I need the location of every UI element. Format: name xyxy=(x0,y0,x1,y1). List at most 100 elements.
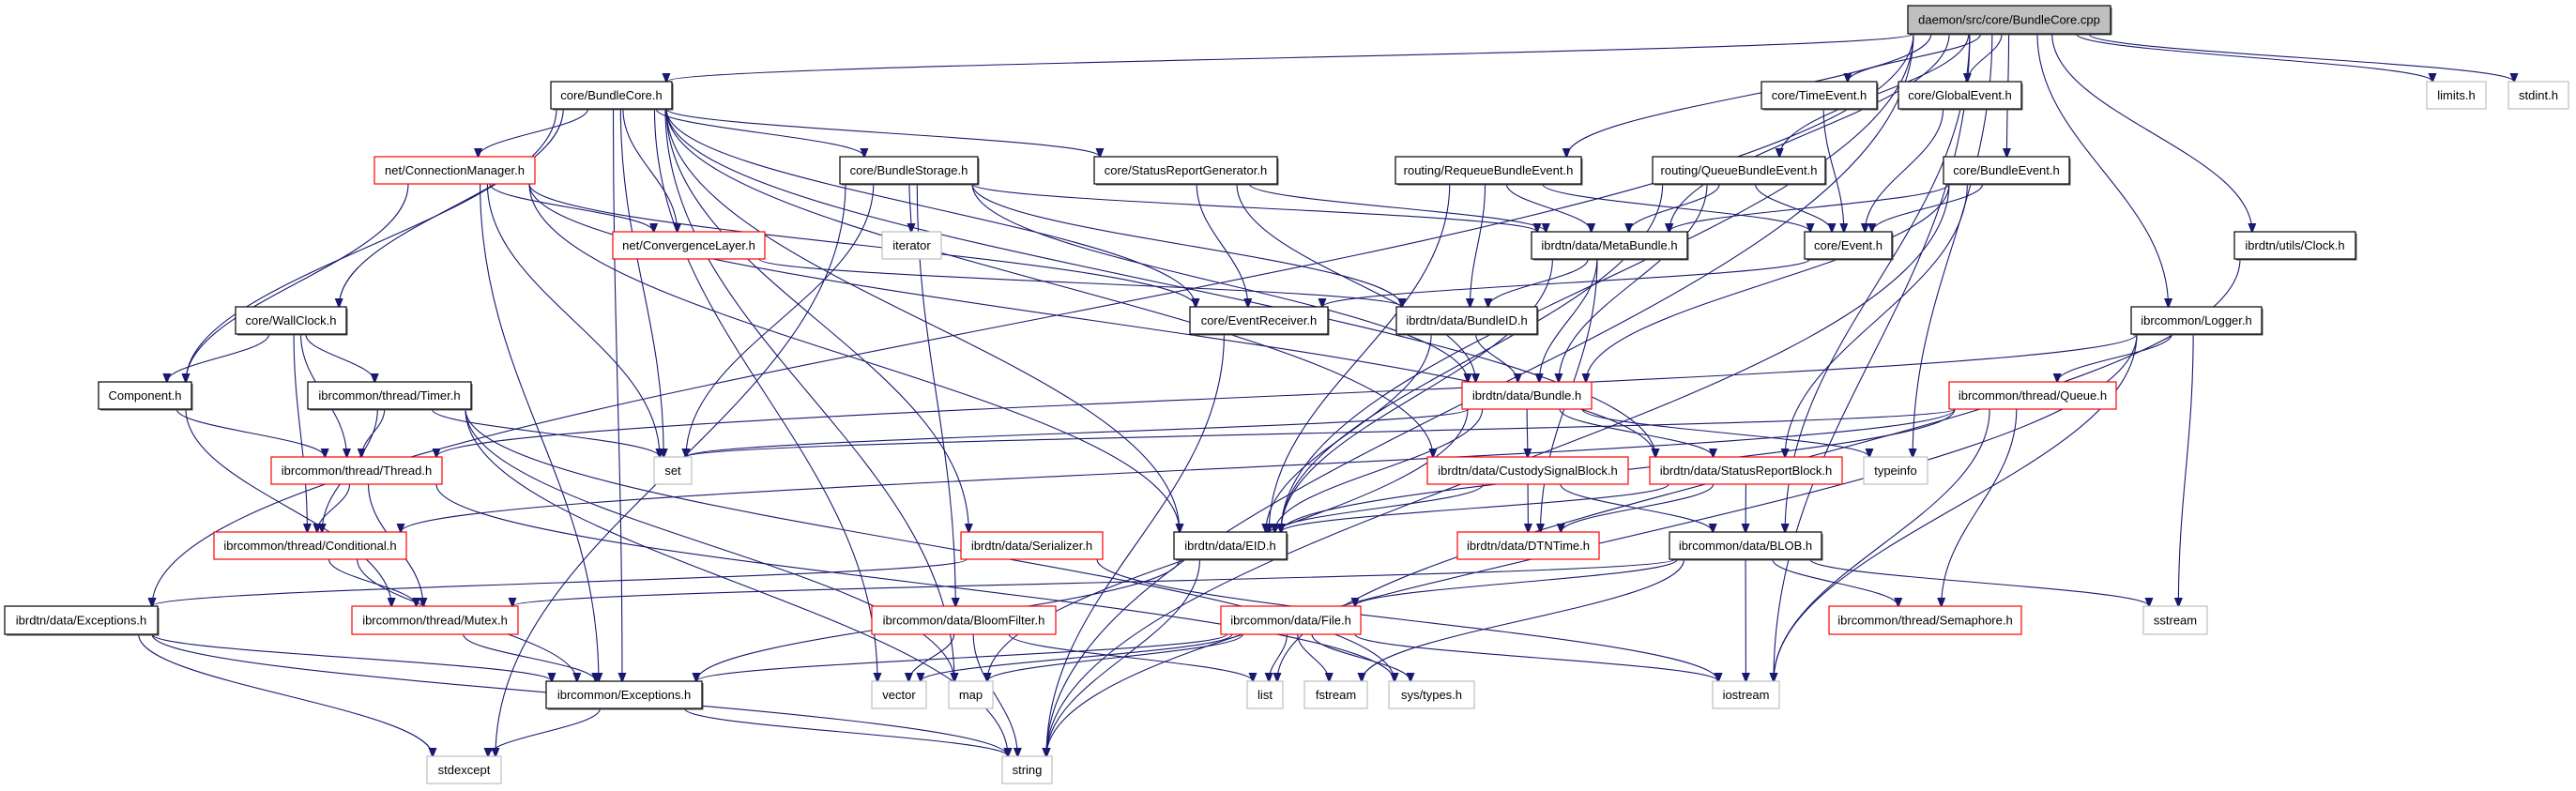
node-core-wallclock-h[interactable]: core/WallClock.h xyxy=(235,306,348,336)
node-iostream[interactable]: iostream xyxy=(1712,680,1780,709)
node-ibrcommon-data-file-h[interactable]: ibrcommon/data/File.h xyxy=(1220,605,1362,635)
node-ibrdtn-data-eid-h[interactable]: ibrdtn/data/EID.h xyxy=(1173,531,1288,561)
node-ibrcommon-thread-conditional-h[interactable]: ibrcommon/thread/Conditional.h xyxy=(213,531,407,560)
node-routing-queuebundleevent-h[interactable]: routing/QueueBundleEvent.h xyxy=(1652,156,1827,186)
node-box xyxy=(948,680,994,709)
node-ibrcommon-thread-thread-h[interactable]: ibrcommon/thread/Thread.h xyxy=(270,456,443,485)
node-label: map xyxy=(959,688,983,702)
node-label: vector xyxy=(882,688,916,702)
edge-component-to-thread xyxy=(175,408,325,457)
node-iterator[interactable]: iterator xyxy=(881,231,942,260)
node-typeinfo[interactable]: typeinfo xyxy=(1863,456,1928,485)
node-box xyxy=(2142,605,2208,635)
edge-bundle-to-eid xyxy=(1274,408,1484,532)
node-map[interactable]: map xyxy=(948,680,994,709)
node-ibrdtn-data-metabundle-h[interactable]: ibrdtn/data/MetaBundle.h xyxy=(1531,231,1689,261)
node-ibrdtn-data-serializer-h[interactable]: ibrdtn/data/Serializer.h xyxy=(960,531,1104,560)
node-set[interactable]: set xyxy=(653,456,693,485)
node-core-globalevent-h[interactable]: core/GlobalEvent.h xyxy=(1898,81,2023,111)
node-shadow xyxy=(1945,159,2071,186)
node-stdexcept[interactable]: stdexcept xyxy=(426,755,502,784)
node-ibrcommon-thread-semaphore-h[interactable]: ibrcommon/thread/Semaphore.h xyxy=(1828,605,2022,635)
node-ibrdtn-data-dtntime-h[interactable]: ibrdtn/data/DTNTime.h xyxy=(1456,531,1600,560)
node-net-convergencelayer-h[interactable]: net/ConvergenceLayer.h xyxy=(612,231,766,260)
edge-queueev-to-event xyxy=(1754,183,1832,232)
node-box xyxy=(1863,456,1928,485)
edge-wallclock-to-component xyxy=(167,333,270,382)
node-stdint-h[interactable]: stdint.h xyxy=(2507,81,2569,110)
edge-bch-to-evrecv xyxy=(665,108,1196,307)
node-core-bundlecore-h[interactable]: core/BundleCore.h xyxy=(550,81,674,111)
node-ibrcommon-data-blob-h[interactable]: ibrcommon/data/BLOB.h xyxy=(1669,531,1823,561)
edge-requeue-to-bundleid xyxy=(1470,183,1486,307)
edge-serializer-to-dexc xyxy=(152,558,968,606)
edge-connmgr-to-evrecv xyxy=(528,183,1196,307)
node-string[interactable]: string xyxy=(1001,755,1053,784)
node-ibrdtn-data-statusreportblock-h[interactable]: ibrdtn/data/StatusReportBlock.h xyxy=(1649,456,1843,485)
edge-srblock-to-eid xyxy=(1281,483,1669,532)
node-label: ibrdtn/data/EID.h xyxy=(1184,539,1276,553)
edge-evrecv-to-string xyxy=(1046,333,1225,756)
edge-queue-to-set xyxy=(686,408,1956,457)
node-ibrdtn-data-exceptions-h[interactable]: ibrdtn/data/Exceptions.h xyxy=(4,605,160,636)
node-box xyxy=(1456,531,1600,560)
node-label: ibrcommon/thread/Thread.h xyxy=(282,464,432,478)
node-list[interactable]: list xyxy=(1246,680,1284,709)
edge-queueev-to-metab xyxy=(1629,183,1720,232)
node-core-bundlestorage-h[interactable]: core/BundleStorage.h xyxy=(839,156,980,186)
node-shadow xyxy=(1397,159,1583,186)
node-label: core/BundleCore.h xyxy=(560,88,662,102)
node-box xyxy=(871,680,927,709)
node-box xyxy=(213,531,407,560)
node-ibrcommon-logger-h[interactable]: ibrcommon/Logger.h xyxy=(2130,306,2264,336)
edge-root-to-logger xyxy=(2036,33,2169,307)
node-box xyxy=(1189,306,1329,335)
node-label: typeinfo xyxy=(1874,464,1917,478)
node-ibrdtn-utils-clock-h[interactable]: ibrdtn/utils/Clock.h xyxy=(2233,231,2357,261)
edge-bch-to-eid xyxy=(665,108,1180,532)
node-ibrcommon-thread-timer-h[interactable]: ibrcommon/thread/Timer.h xyxy=(307,381,473,411)
node-ibrcommon-thread-mutex-h[interactable]: ibrcommon/thread/Mutex.h xyxy=(351,605,519,635)
edge-root-to-stdint xyxy=(2088,33,2514,82)
edge-bch-to-cexc xyxy=(612,108,622,681)
node-label: ibrcommon/thread/Queue.h xyxy=(1959,388,2107,403)
node-core-statusreportgenerator-h[interactable]: core/StatusReportGenerator.h xyxy=(1093,156,1279,186)
node-core-eventreceiver-h[interactable]: core/EventReceiver.h xyxy=(1189,306,1330,336)
node-sstream[interactable]: sstream xyxy=(2142,605,2208,635)
node-label: net/ConnectionManager.h xyxy=(385,163,525,177)
node-label: ibrdtn/data/StatusReportBlock.h xyxy=(1660,464,1833,478)
node-ibrcommon-thread-queue-h[interactable]: ibrcommon/thread/Queue.h xyxy=(1948,381,2117,410)
node-limits-h[interactable]: limits.h xyxy=(2426,81,2487,110)
node-box xyxy=(1669,531,1822,560)
node-net-connectionmanager-h[interactable]: net/ConnectionManager.h xyxy=(373,156,536,185)
node-core-bundleevent-h[interactable]: core/BundleEvent.h xyxy=(1943,156,2071,186)
node-shadow xyxy=(1900,84,2023,111)
node-core-event-h[interactable]: core/Event.h xyxy=(1804,231,1894,261)
node-fstream[interactable]: fstream xyxy=(1303,680,1368,709)
edge-bch-to-srblock xyxy=(665,108,1655,457)
edge-timer-to-systypes xyxy=(465,408,1395,681)
node-label: core/TimeEvent.h xyxy=(1772,88,1867,102)
node-component-h[interactable]: Component.h xyxy=(98,381,193,411)
edge-bch-to-component xyxy=(186,108,557,382)
node-box xyxy=(1761,81,1878,110)
node-vector[interactable]: vector xyxy=(871,680,927,709)
edge-root-to-eid xyxy=(1281,33,1914,532)
node-ibrdtn-data-bundleid-h[interactable]: ibrdtn/data/BundleID.h xyxy=(1395,306,1539,336)
node-box xyxy=(1093,156,1278,185)
node-label: core/BundleEvent.h xyxy=(1953,163,2059,177)
node-label: daemon/src/core/BundleCore.cpp xyxy=(1918,13,2100,27)
node-ibrcommon-data-bloomfilter-h[interactable]: ibrcommon/data/BloomFilter.h xyxy=(871,605,1057,635)
node-ibrdtn-data-custodysignalblock-h[interactable]: ibrdtn/data/CustodySignalBlock.h xyxy=(1426,456,1629,485)
node-shadow xyxy=(1671,534,1823,561)
node-core-timeevent-h[interactable]: core/TimeEvent.h xyxy=(1761,81,1879,111)
edge-bch-to-wallclock xyxy=(339,108,564,307)
node-sys-types-h[interactable]: sys/types.h xyxy=(1388,680,1475,709)
node-ibrcommon-exceptions-h[interactable]: ibrcommon/Exceptions.h xyxy=(545,680,704,710)
node-daemon-src-core-bundlecore-cpp[interactable]: daemon/src/core/BundleCore.cpp xyxy=(1907,5,2112,36)
edge-timer-to-map xyxy=(465,408,954,681)
edge-cexc-to-string xyxy=(683,707,1008,756)
node-ibrdtn-data-bundle-h[interactable]: ibrdtn/data/Bundle.h xyxy=(1461,381,1593,410)
node-routing-requeuebundleevent-h[interactable]: routing/RequeueBundleEvent.h xyxy=(1395,156,1583,186)
node-shadow xyxy=(1096,159,1279,186)
